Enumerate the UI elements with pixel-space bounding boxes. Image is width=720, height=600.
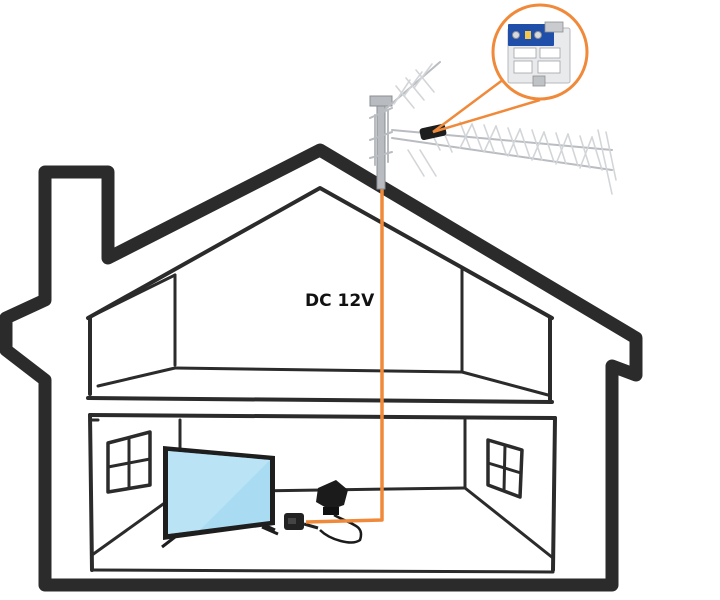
house-outline	[0, 143, 643, 592]
tv-icon	[161, 446, 279, 549]
cable-voltage-label: DC 12V	[305, 291, 375, 311]
window-right	[486, 438, 524, 499]
antenna-icon	[369, 61, 617, 195]
window-left	[106, 430, 152, 494]
power-injector-icon	[284, 513, 319, 530]
amplifier-module-icon	[507, 21, 571, 87]
attic-room	[86, 186, 554, 404]
coax-cable	[305, 185, 384, 524]
